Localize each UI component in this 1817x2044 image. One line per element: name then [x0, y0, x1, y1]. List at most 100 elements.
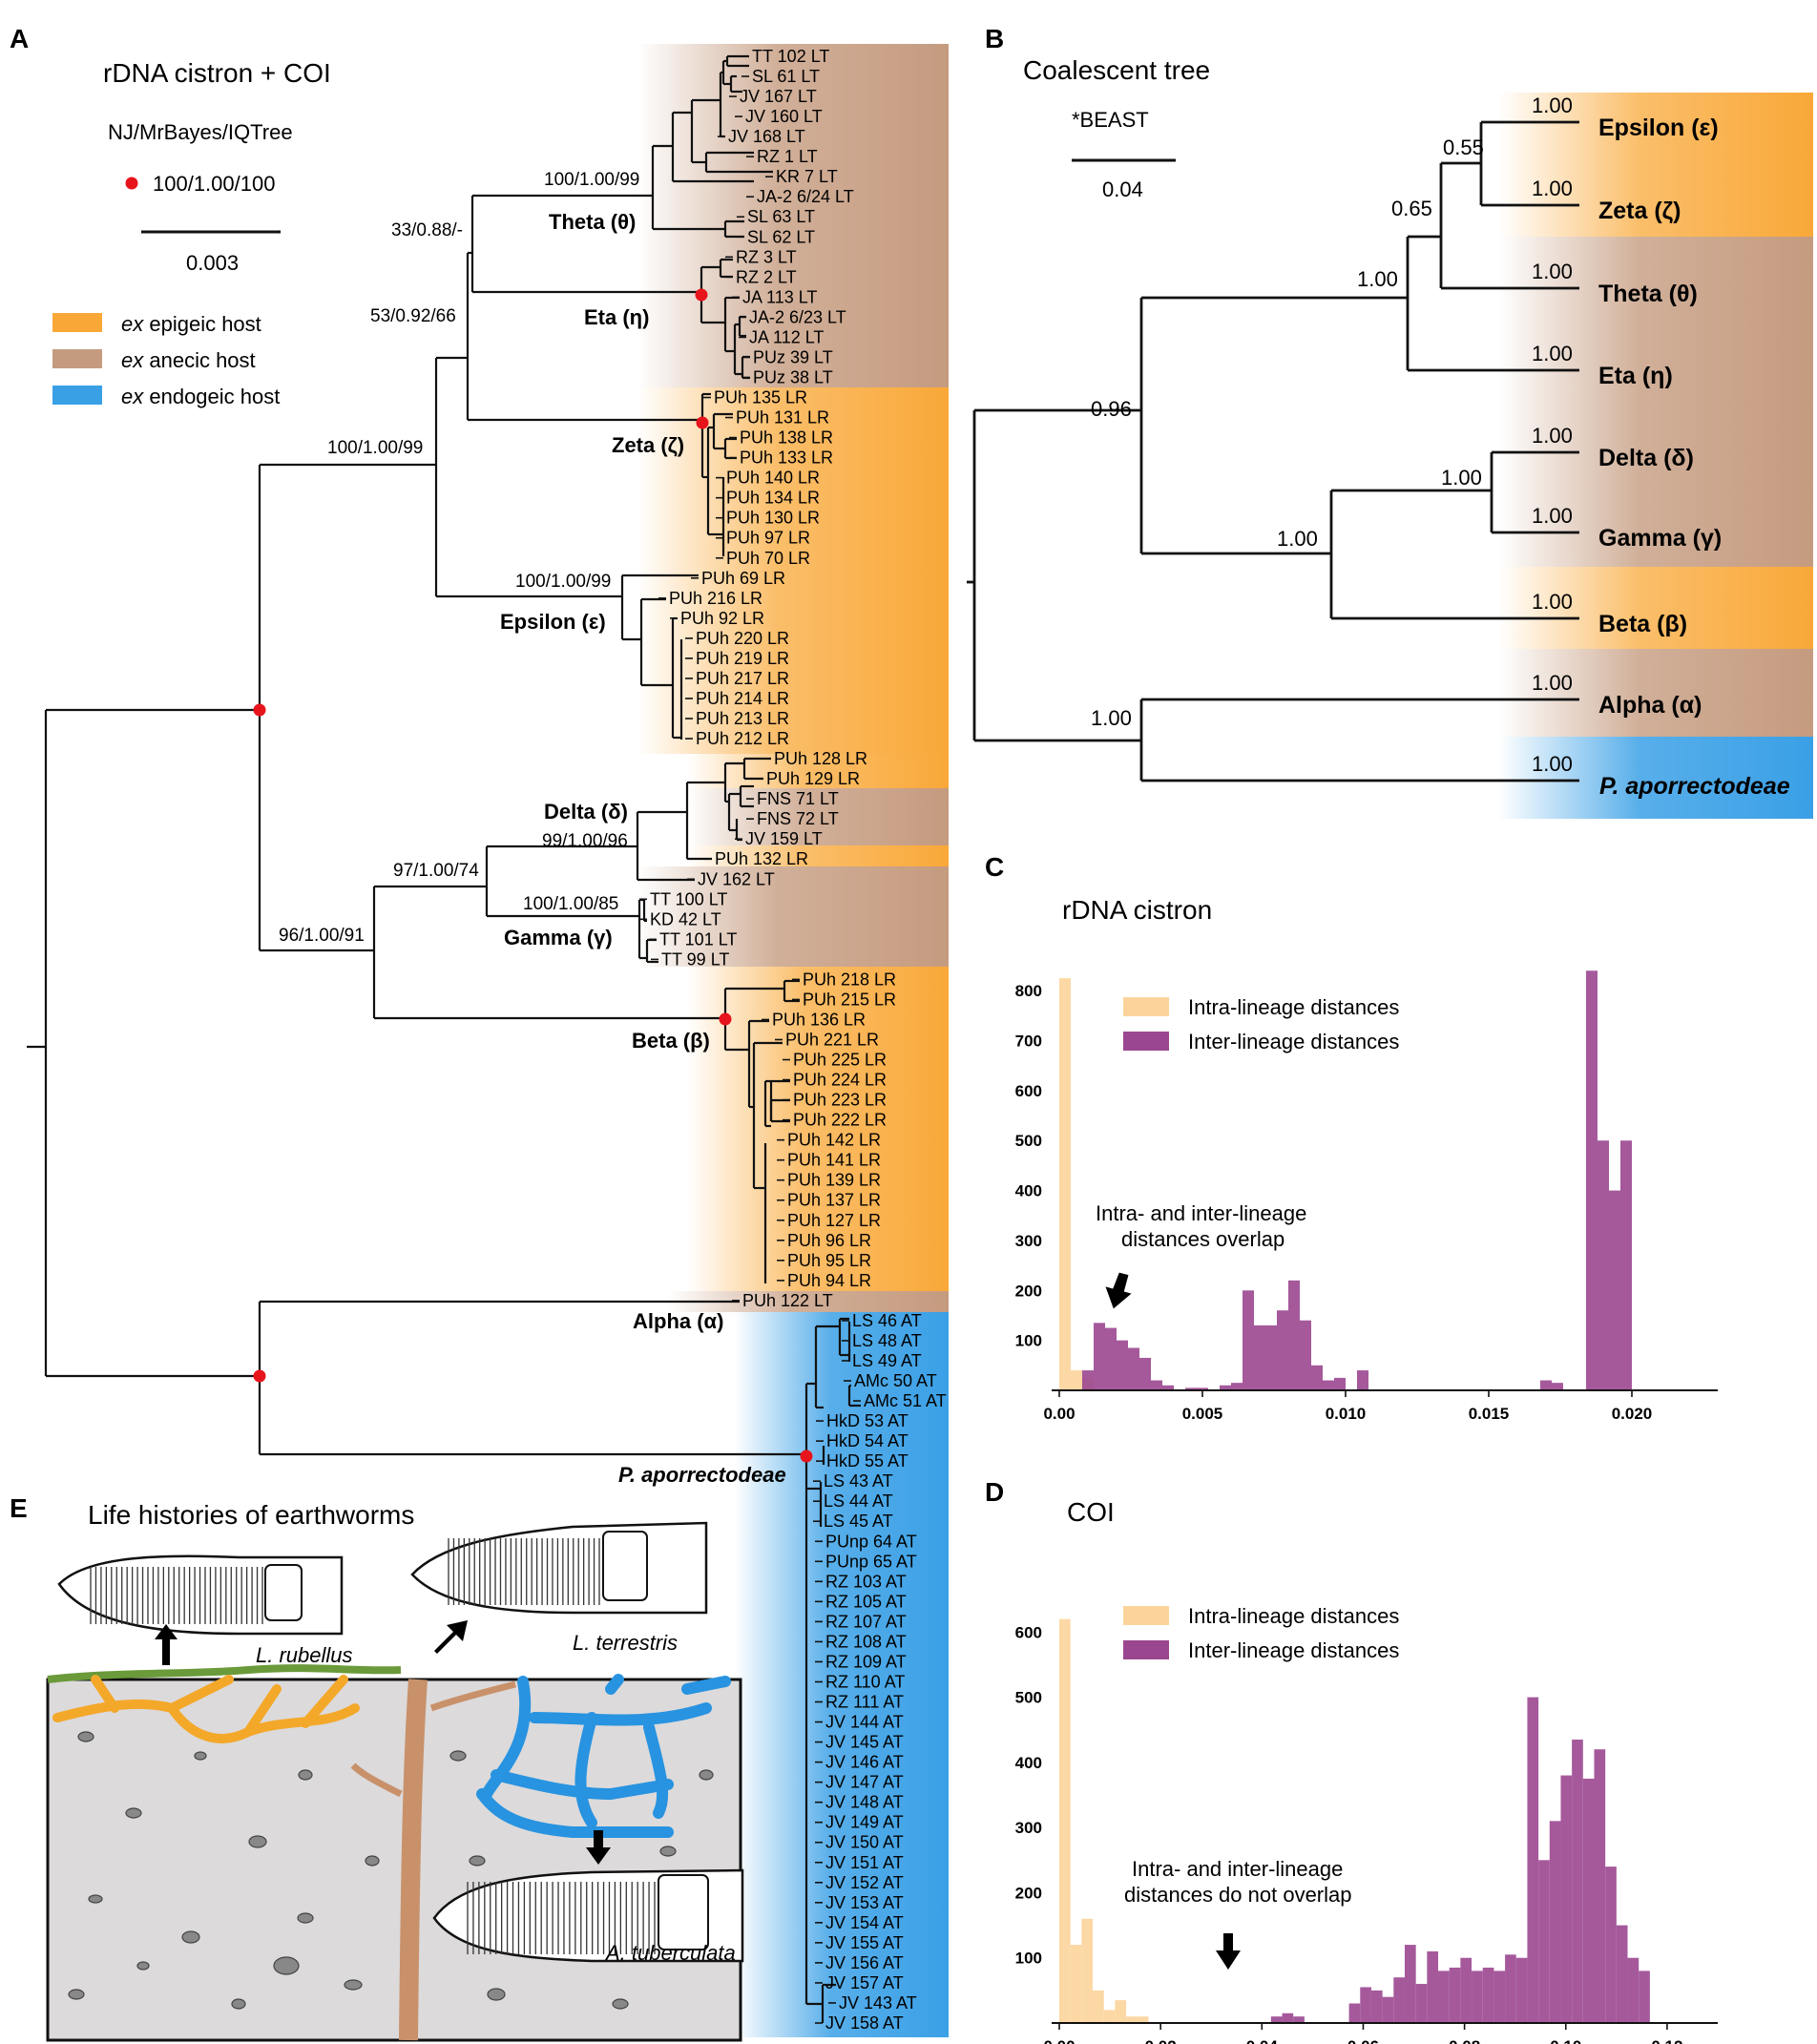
- taxon-label: PUh 212 LR: [696, 729, 789, 748]
- taxon-label: JV 152 AT: [825, 1873, 904, 1892]
- taxon-label: PUz 39 LT: [753, 347, 833, 366]
- panelB-tree: [967, 120, 1579, 782]
- worm-terrestris: [410, 1521, 708, 1615]
- hist-bar: [1231, 1383, 1243, 1390]
- taxon-label: KR 7 LT: [776, 167, 838, 186]
- band-anecic-alpha: [668, 1291, 949, 1312]
- x-tick-label: 0.00: [1043, 1405, 1075, 1423]
- hist-bar: [1549, 1821, 1561, 2023]
- species-tuberculata: A. tuberculata: [604, 1941, 736, 1965]
- clade-papo: P. aporrectodeae: [618, 1463, 786, 1487]
- support-dot: [696, 416, 709, 429]
- taxon-label: PUh 220 LR: [696, 629, 789, 648]
- hist-bar: [1220, 1385, 1231, 1390]
- anecic-side-burrows: [350, 1680, 516, 1798]
- panelD-title: COI: [1067, 1497, 1115, 1527]
- panelA-support-legend: 100/1.00/100: [153, 172, 275, 196]
- hist-bar: [1582, 1778, 1595, 2023]
- y-tick-label: 400: [1015, 1754, 1042, 1772]
- soil-pebbles: [68, 1731, 714, 2010]
- hist-bar: [1103, 2010, 1116, 2023]
- taxon-label: PUh 142 LR: [787, 1131, 881, 1150]
- taxon-label: KD 42 LT: [650, 909, 721, 928]
- taxon-label: RZ 111 AT: [825, 1693, 904, 1712]
- taxon-label: HkD 53 AT: [826, 1411, 908, 1430]
- legend-anecic: ex anecic host: [121, 348, 256, 372]
- panelB-scale-label: 0.04: [1102, 177, 1143, 201]
- tipB-label: P. aporrectodeae: [1599, 773, 1790, 800]
- panelC-letter: C: [985, 852, 1004, 882]
- nodeB-alpha-papo: 1.00: [1091, 706, 1132, 730]
- nodeB-eta-group: 1.00: [1357, 267, 1398, 291]
- support-dot: [800, 1450, 813, 1463]
- taxon-label: JV 156 AT: [825, 1953, 904, 1972]
- legendC-inter-swatch: [1123, 1032, 1169, 1051]
- taxon-label: PUh 69 LR: [701, 569, 785, 588]
- hist-bar: [1427, 1950, 1439, 2023]
- taxon-label: PUh 219 LR: [696, 649, 789, 668]
- taxon-label: TT 102 LT: [752, 47, 829, 66]
- bandB-delta: [1498, 399, 1813, 481]
- support-eta-theta: 33/0.88/-: [391, 220, 463, 240]
- clade-eta: Eta (η): [584, 305, 649, 329]
- x-tick-label: 0.04: [1246, 2037, 1279, 2044]
- hist-bar: [1282, 2013, 1294, 2023]
- band-anecic-theta-eta: [637, 44, 949, 387]
- taxon-label: JV 160 LT: [745, 107, 823, 126]
- tipB-label: Eta (η): [1598, 363, 1673, 389]
- hist-bar: [1059, 978, 1071, 1390]
- taxon-label: SL 61 LT: [752, 67, 820, 86]
- hist-bar: [1594, 1749, 1606, 2023]
- anecic-burrow: [399, 1679, 428, 2041]
- worm-rubellus: [57, 1554, 344, 1636]
- legendC-inter: Inter-lineage distances: [1188, 1030, 1399, 1053]
- hist-bar: [1627, 1957, 1639, 2023]
- leaf-litter: [47, 1664, 402, 1683]
- taxon-label: PUh 132 LR: [715, 849, 808, 868]
- legend-epigeic: ex epigeic host: [121, 312, 261, 336]
- x-tick-label: 0.02: [1145, 2037, 1177, 2044]
- taxon-label: PUh 129 LR: [766, 769, 860, 788]
- taxon-label: FNS 71 LT: [757, 789, 839, 808]
- support-upper: 100/1.00/99: [327, 438, 423, 458]
- tipB-support: 1.00: [1532, 671, 1573, 695]
- hist-bar: [1360, 1987, 1371, 2023]
- worm-tuberculata: [432, 1868, 744, 1963]
- y-tick-label: 300: [1015, 1232, 1042, 1250]
- taxon-label: PUh 133 LR: [740, 448, 833, 468]
- earthworm-illustration: L. rubellus L. terrestris A. tuberculata: [46, 1521, 744, 2042]
- hist-bar: [1185, 1387, 1197, 1390]
- taxon-label: LS 46 AT: [852, 1311, 922, 1330]
- taxon-label: JV 153 AT: [825, 1893, 904, 1912]
- support-dot: [695, 288, 708, 302]
- hist-bar: [1357, 1370, 1368, 1390]
- hist-bar: [1415, 1984, 1428, 2023]
- arrowC-down-icon: [1105, 1272, 1132, 1309]
- clade-theta: Theta (θ): [549, 210, 636, 234]
- legendD-inter: Inter-lineage distances: [1188, 1638, 1399, 1662]
- hist-bar: [1265, 1324, 1277, 1390]
- y-tick-label: 200: [1015, 1884, 1042, 1902]
- tipB-label: Delta (δ): [1598, 445, 1694, 471]
- legend-epigeic-swatch: [52, 313, 102, 332]
- taxon-label: LS 49 AT: [852, 1351, 922, 1370]
- hist-bar: [1393, 1977, 1405, 2023]
- taxon-label: PUh 139 LR: [787, 1171, 881, 1190]
- legendD-intra-swatch: [1123, 1606, 1169, 1625]
- taxon-label: JV 145 AT: [825, 1733, 904, 1752]
- legend-endogeic-swatch: [52, 386, 102, 405]
- taxon-label: PUh 130 LR: [726, 509, 820, 528]
- support-delta: 99/1.00/96: [542, 831, 628, 851]
- panelA-title: rDNA cistron + COI: [103, 58, 331, 88]
- taxon-label: PUz 38 LT: [753, 367, 833, 386]
- hist-bar: [1472, 1971, 1483, 2023]
- hist-bar: [1197, 1387, 1208, 1390]
- x-tick-label: 0.12: [1651, 2037, 1682, 2044]
- y-tick-label: 800: [1015, 982, 1042, 1000]
- y-tick-label: 600: [1015, 1082, 1042, 1100]
- taxon-label: TT 101 LT: [659, 929, 737, 949]
- taxon-label: AMc 51 AT: [864, 1391, 947, 1410]
- tipB-support: 1.00: [1532, 752, 1573, 776]
- tipB-support: 1.00: [1532, 590, 1573, 614]
